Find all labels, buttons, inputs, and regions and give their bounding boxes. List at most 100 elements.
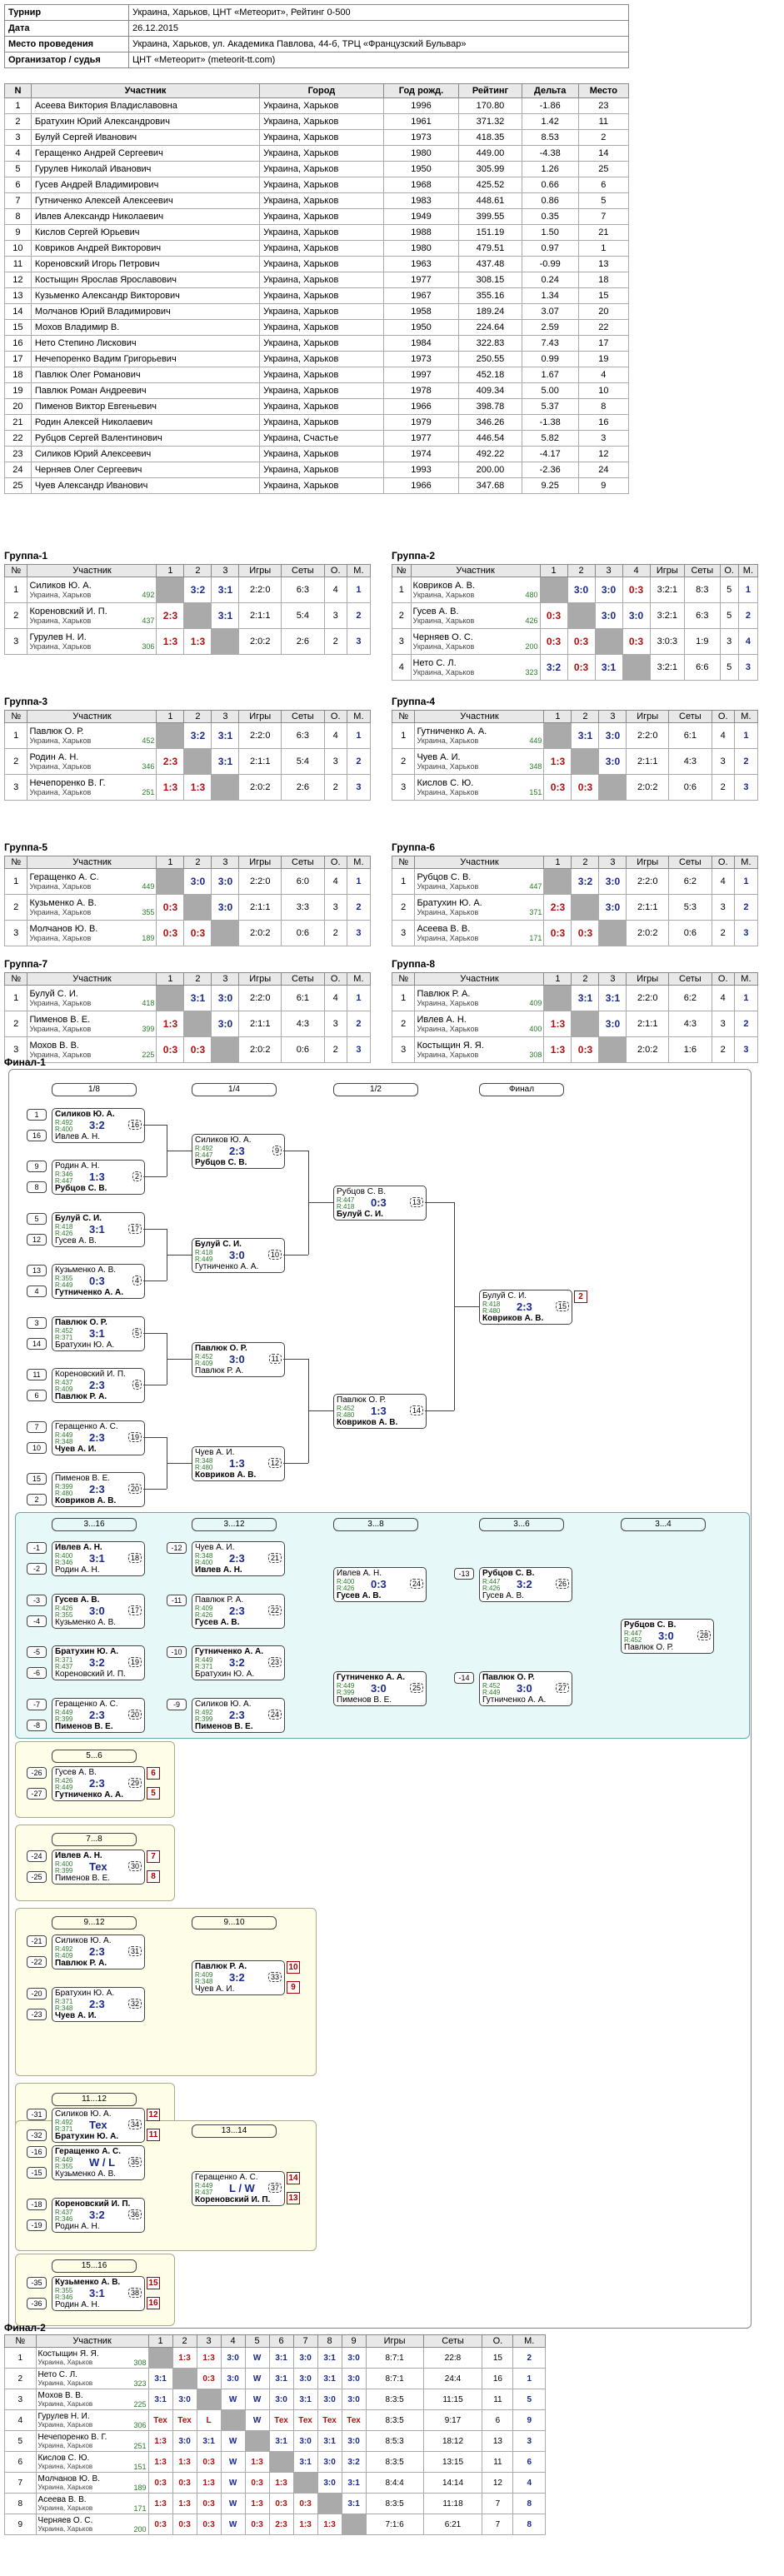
group-sets: 3:3 bbox=[281, 894, 325, 921]
match-number: 29 bbox=[127, 1778, 142, 1788]
group-points: 3 bbox=[323, 894, 347, 921]
group-num: 1 bbox=[391, 868, 416, 895]
player-cell: 1966 bbox=[382, 398, 460, 415]
bracket-player-b: Пименов В. Е. bbox=[337, 1695, 392, 1705]
bracket-player-a: Гутниченко А. А. bbox=[337, 1673, 406, 1682]
rating-b: R:346 bbox=[55, 2215, 73, 2223]
group-place: 3 bbox=[733, 1036, 759, 1063]
group-header-cell: 3 bbox=[211, 564, 240, 577]
player-cell: Молчанов Юрий Владимирович bbox=[30, 303, 261, 320]
group-games: 2:0:2 bbox=[238, 1036, 282, 1063]
group-place: 3 bbox=[346, 628, 372, 655]
group-num: 1 bbox=[392, 577, 412, 603]
group-sets: 0:6 bbox=[281, 920, 325, 946]
final2-score: 1:3 bbox=[196, 2347, 222, 2369]
bracket-line bbox=[143, 1176, 167, 1177]
player-cell: Украина, Харьков bbox=[259, 256, 384, 272]
group-header-cell: 3 bbox=[211, 710, 240, 723]
group-header-cell: № bbox=[3, 856, 28, 869]
seed-b: 4 bbox=[27, 1286, 47, 1297]
rating-a: R:449 bbox=[55, 1709, 73, 1716]
player-cell: Украина, Харьков bbox=[259, 382, 384, 399]
player-cell: 20 bbox=[577, 303, 630, 320]
bracket-player-a: Братухин Ю. А. bbox=[55, 1647, 119, 1656]
group-score bbox=[598, 1036, 627, 1063]
match-score: 2:3 bbox=[229, 1145, 245, 1157]
final2-score: 3:1 bbox=[292, 2451, 318, 2473]
group-points: 5 bbox=[719, 602, 739, 629]
player-cell: Чуев Александр Иванович bbox=[30, 477, 261, 494]
player-cell: 0.97 bbox=[521, 240, 579, 257]
bracket-player-a: Кузьменко А. В. bbox=[55, 1266, 117, 1275]
final2-sets: 18:12 bbox=[422, 2430, 483, 2452]
group-score bbox=[543, 722, 572, 749]
group-place: 1 bbox=[733, 722, 759, 749]
player-cell: Украина, Харьков bbox=[259, 272, 384, 288]
player-cell: 1977 bbox=[382, 430, 460, 447]
rating-a: R:355 bbox=[55, 2287, 73, 2294]
group-score: 3:0 bbox=[598, 748, 627, 775]
rating-a: R:418 bbox=[482, 1300, 501, 1308]
info-key: Место проведения bbox=[4, 36, 129, 52]
info-value: Украина, Харьков, ЦНТ «Метеорит», Рейтин… bbox=[128, 4, 629, 21]
player-cell: 4 bbox=[577, 367, 630, 383]
group-header-cell: Участник bbox=[414, 710, 545, 723]
rating-b: R:449 bbox=[55, 1784, 73, 1791]
group-header-cell: М. bbox=[346, 856, 372, 869]
player-cell: 6 bbox=[577, 177, 630, 193]
player-cell: 399.55 bbox=[458, 208, 522, 225]
group-games: 2:1:1 bbox=[626, 1011, 669, 1037]
player-rating: 189 bbox=[133, 2483, 147, 2492]
place-badge: 12 bbox=[147, 2109, 160, 2121]
player-city: Украина, Харьков bbox=[417, 934, 479, 942]
final2-score: 3:0 bbox=[268, 2389, 294, 2410]
group-points: 4 bbox=[711, 722, 735, 749]
match-number: 26 bbox=[555, 1579, 569, 1589]
group-score: 0:3 bbox=[539, 602, 568, 629]
